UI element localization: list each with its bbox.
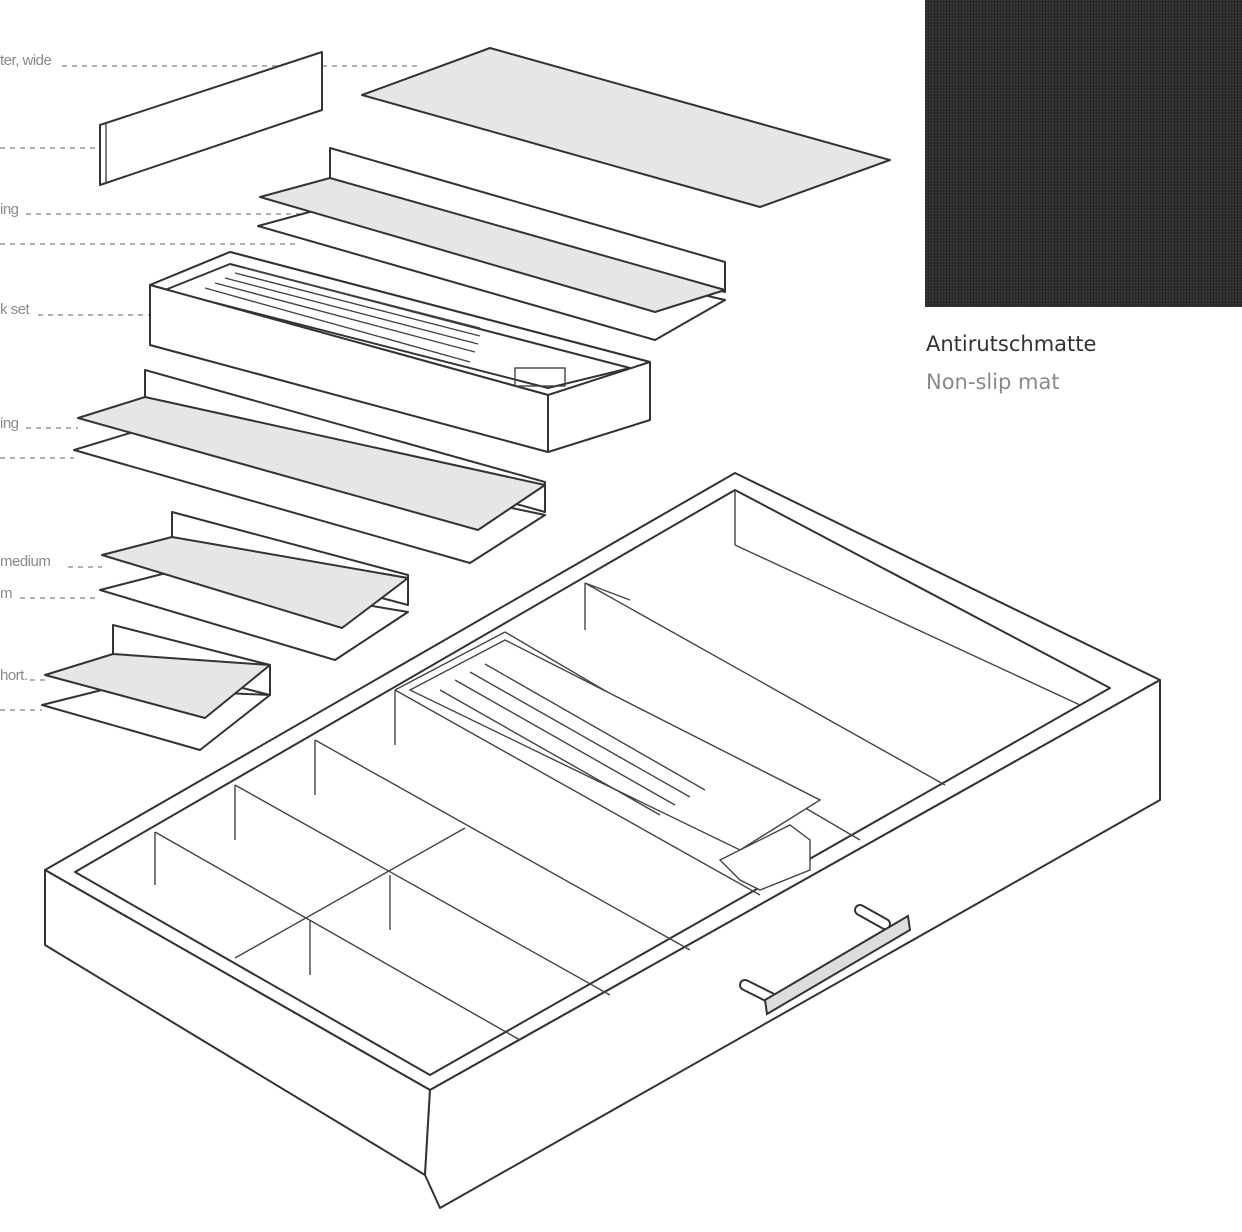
- label-mat-wide: ter, wide: [0, 52, 52, 69]
- drawer-knife-block: [408, 639, 822, 891]
- long-insert-bottom: [73, 369, 546, 564]
- label-short-insert: hort.: [0, 667, 28, 684]
- label-long-insert-top: ing: [0, 201, 19, 218]
- leader-lines: [0, 65, 420, 711]
- label-medium-insert-top: medium: [0, 553, 51, 570]
- non-slip-mat-swatch: [925, 0, 1242, 307]
- label-medium-insert-bottom: m: [0, 585, 13, 602]
- label-knife-block-set: k set: [0, 301, 30, 318]
- drawer-handle: [739, 904, 912, 1016]
- long-insert-top: [257, 147, 726, 341]
- mat-wide-sheet: [361, 47, 891, 208]
- short-insert: [41, 624, 271, 751]
- label-long-insert-bottom: ing: [0, 415, 19, 432]
- legend-title-de: Antirutschmatte: [926, 332, 1097, 356]
- divider-panel: [99, 51, 323, 186]
- drawer: [44, 472, 1161, 1209]
- knife-block-set: [149, 251, 651, 453]
- medium-insert: [99, 511, 409, 661]
- legend-title-en: Non-slip mat: [926, 370, 1060, 394]
